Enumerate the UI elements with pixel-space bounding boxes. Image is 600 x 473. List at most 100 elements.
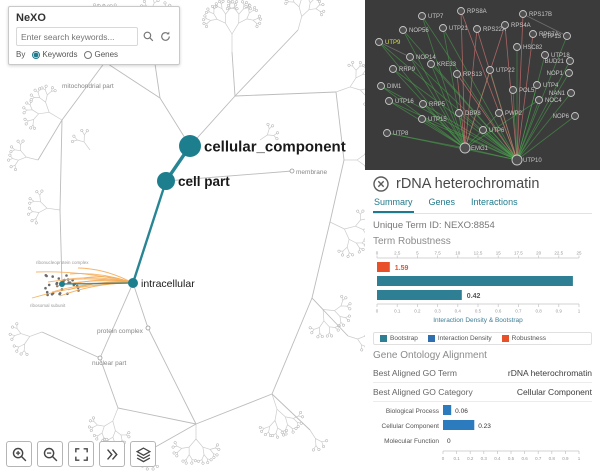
term-details-panel: rDNA heterochromatin Summary Genes Inter… [365,170,600,473]
svg-text:5: 5 [416,251,419,256]
svg-text:RPS22A: RPS22A [483,27,506,33]
svg-text:17.5: 17.5 [514,251,523,256]
svg-text:UTP16: UTP16 [395,99,414,105]
radio-keywords[interactable]: Keywords [32,50,77,59]
zoom-out-icon [43,447,57,461]
legend-label: Interaction Density [437,335,492,342]
svg-text:0.5: 0.5 [508,456,515,461]
zoom-out-button[interactable] [37,441,63,467]
svg-text:0.1: 0.1 [453,456,460,461]
svg-text:UTP13: UTP13 [542,34,561,40]
svg-text:UTP7: UTP7 [428,14,444,20]
svg-text:RPS7A: RPS7A [539,32,559,38]
svg-text:0.9: 0.9 [562,456,569,461]
svg-text:DBP8: DBP8 [465,111,481,117]
svg-text:0.6: 0.6 [521,456,528,461]
radio-genes[interactable]: Genes [84,50,118,59]
svg-text:Biological Process: Biological Process [386,408,440,415]
fit-to-screen-icon [74,447,88,461]
svg-text:0: 0 [447,438,451,445]
tab-interactions[interactable]: Interactions [471,197,518,207]
legend-swatch [380,335,387,342]
legend-label: Bootstrap [390,335,418,342]
legend-swatch [427,335,435,342]
svg-text:nuclear part: nuclear part [92,360,127,367]
svg-text:UTP22: UTP22 [496,68,515,74]
svg-text:0.42: 0.42 [467,293,481,300]
term-id-label: Unique Term ID: [373,220,442,231]
fit-to-screen-button[interactable] [68,441,94,467]
svg-text:0.1: 0.1 [394,309,401,314]
svg-text:cell part: cell part [178,174,230,189]
svg-text:DIM1: DIM1 [387,84,402,90]
svg-text:NOP1: NOP1 [547,71,564,77]
svg-text:membrane: membrane [296,169,327,176]
svg-text:PWP2: PWP2 [505,111,523,117]
svg-text:Interaction Density & Bootstra: Interaction Density & Bootstrap [433,317,523,324]
svg-text:22.5: 22.5 [554,251,563,256]
keywords-radio[interactable] [32,50,41,59]
svg-text:0.7: 0.7 [535,456,542,461]
zoom-in-icon [12,447,26,461]
svg-text:KRE33: KRE33 [437,62,457,68]
svg-text:intracellular: intracellular [141,278,195,290]
tab-summary[interactable]: Summary [373,195,414,213]
svg-text:0.5: 0.5 [475,309,482,314]
svg-text:cellular_component: cellular_component [204,138,346,155]
search-input[interactable] [16,27,138,46]
svg-text:NOC4: NOC4 [545,98,562,104]
genes-radio[interactable] [84,50,93,59]
svg-text:RPS13: RPS13 [463,72,483,78]
reset-icon[interactable] [159,30,172,43]
svg-text:ribonucleoprotein complex: ribonucleoprotein complex [36,260,89,265]
svg-text:UTP4: UTP4 [543,83,559,89]
tab-genes[interactable]: Genes [428,197,456,207]
close-icon[interactable] [373,176,389,192]
svg-text:HSC82: HSC82 [523,45,543,51]
svg-text:10: 10 [455,251,461,256]
svg-text:12.5: 12.5 [474,251,483,256]
legend-swatch [501,335,509,342]
svg-text:0: 0 [376,251,379,256]
svg-text:0.06: 0.06 [455,408,468,415]
svg-text:UTP6: UTP6 [489,128,505,134]
keywords-radio-label: Keywords [42,50,78,59]
search-icon[interactable] [142,30,155,43]
by-label: By [16,50,26,59]
zoom-in-button[interactable] [6,441,32,467]
svg-text:POL5: POL5 [519,88,535,94]
svg-text:7.5: 7.5 [434,251,441,256]
svg-text:RPS17B: RPS17B [529,12,552,18]
svg-text:Cellular Component: Cellular Component [382,423,440,430]
legend-item: Robustness [501,335,546,342]
svg-text:1.59: 1.59 [395,265,409,272]
expand-branches-button[interactable] [99,441,125,467]
svg-text:2.5: 2.5 [394,251,401,256]
svg-text:EMG1: EMG1 [471,146,489,152]
go-term-label: Best Aligned GO Term [373,368,457,378]
svg-text:UTP21: UTP21 [449,26,468,32]
svg-text:15: 15 [496,251,502,256]
go-category-label: Best Aligned GO Category [373,387,473,397]
go-term-value: rDNA heterochromatin [507,368,592,378]
go-category-value: Cellular Component [516,387,592,397]
double-chevron-icon [106,448,118,460]
svg-text:25: 25 [576,251,582,256]
svg-text:0.2: 0.2 [414,309,421,314]
svg-text:UTP10: UTP10 [523,158,542,164]
svg-text:UTP9: UTP9 [385,40,401,46]
go-term-row: Best Aligned GO Term rDNA heterochromati… [373,364,592,383]
search-mode-radios: By Keywords Genes [16,50,172,59]
svg-text:0: 0 [442,456,445,461]
svg-text:RPS4A: RPS4A [511,23,531,29]
layers-button[interactable] [130,441,156,467]
svg-text:0: 0 [376,309,379,314]
svg-text:ribosomal subunit: ribosomal subunit [30,303,66,308]
svg-text:NAN1: NAN1 [549,91,566,97]
